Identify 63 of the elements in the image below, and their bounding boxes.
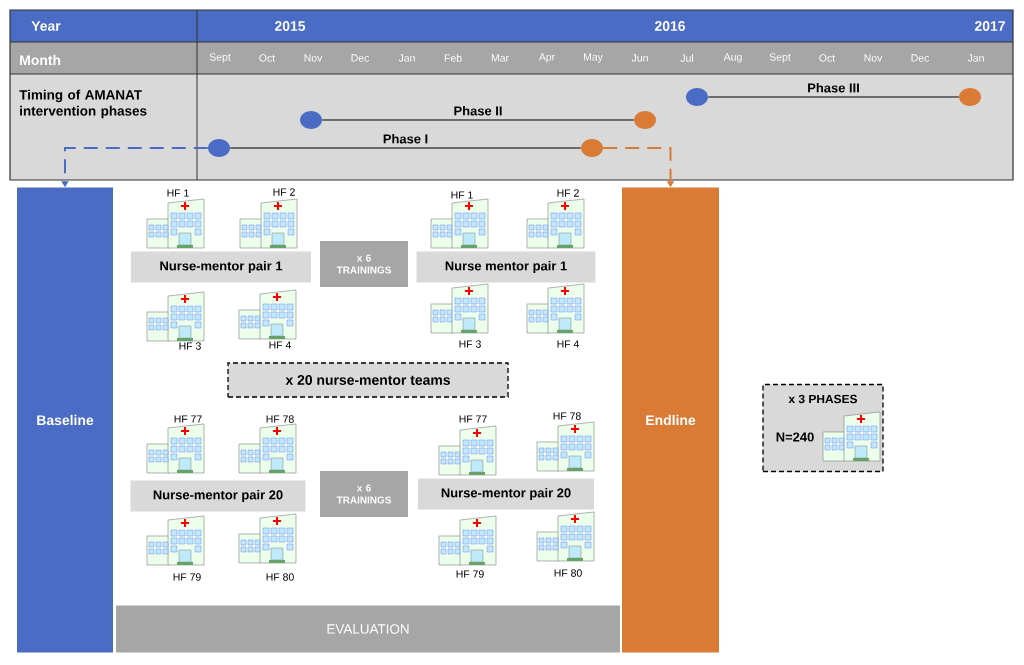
phase-line [321,119,635,121]
month-label: May [584,53,603,63]
phase-label: Phase III [808,82,859,93]
month-label: Sept [769,53,791,63]
row-header: Timing of AMANAT intervention phases [19,89,147,119]
teams-box: x 20 nurse-mentor teams [227,362,509,398]
facility-label: HF 77 [174,415,202,423]
facility-label: HF 79 [456,570,484,578]
facility-label: HF 79 [173,573,201,581]
facility-label: HF 3 [459,340,481,348]
month-label: Jan [398,54,415,62]
facility-label: HF 2 [273,188,295,196]
column-header: Month [20,54,61,66]
month-label: Dec [351,54,370,62]
pair-box: Nurse-mentor pair 20 [130,480,306,512]
month-label: Dec [911,54,929,62]
phase-marker [208,139,230,157]
month-label: Apr [538,53,555,63]
phase-line [229,147,582,149]
facility-label: HF 77 [459,415,487,423]
facility-label: HF 1 [167,189,189,197]
phase-label: Phase II [454,105,502,116]
facility-label: HF 78 [553,412,581,420]
phase-marker [581,139,603,157]
facility-label: HF 2 [557,189,579,197]
facility-label: HF 4 [269,341,291,349]
month-label: Sept [209,53,231,63]
phase-label: Phase I [383,133,428,144]
facility-label: HF 1 [451,191,473,199]
month-label: Oct [259,54,276,62]
month-label: Mar [491,54,509,62]
column-header: Year [31,21,61,31]
facility-label: HF 4 [557,340,579,348]
pair-box: Nurse-mentor pair 20 [418,478,594,510]
year-label: 2016 [655,21,685,31]
year-label: 2017 [974,21,1005,31]
month-label: Jul [680,54,693,62]
month-label: Oct [819,54,836,62]
month-label: Jun [631,54,648,62]
phase-marker [634,111,656,129]
trainings-box: x 6 TRAININGS [320,471,408,517]
endline-bar: Endline [622,187,719,653]
facility-label: HF 3 [179,342,201,350]
month-label: Aug [723,53,742,63]
month-label: Nov [864,54,883,62]
phase-marker [686,88,708,106]
pair-box: Nurse mentor pair 1 [416,251,596,283]
month-label: Nov [304,54,323,62]
year-label: 2015 [275,21,306,31]
facility-label: HF 78 [266,415,294,423]
phase-line [707,96,960,98]
facility-label: HF 80 [266,573,294,581]
pair-box: Nurse-mentor pair 1 [131,251,311,283]
trainings-box: x 6 TRAININGS [320,241,408,287]
phase-marker [959,88,981,106]
evaluation-band: EVALUATION [116,605,620,653]
phase-marker [300,111,322,129]
baseline-bar: Baseline [17,187,113,653]
node-label: Nurse-mentor pair 1 [160,260,283,274]
facility-label: HF 80 [554,569,582,577]
month-label: Jan [967,54,984,62]
month-label: Feb [444,54,462,62]
node-label: Nurse mentor pair 1 [445,260,567,274]
